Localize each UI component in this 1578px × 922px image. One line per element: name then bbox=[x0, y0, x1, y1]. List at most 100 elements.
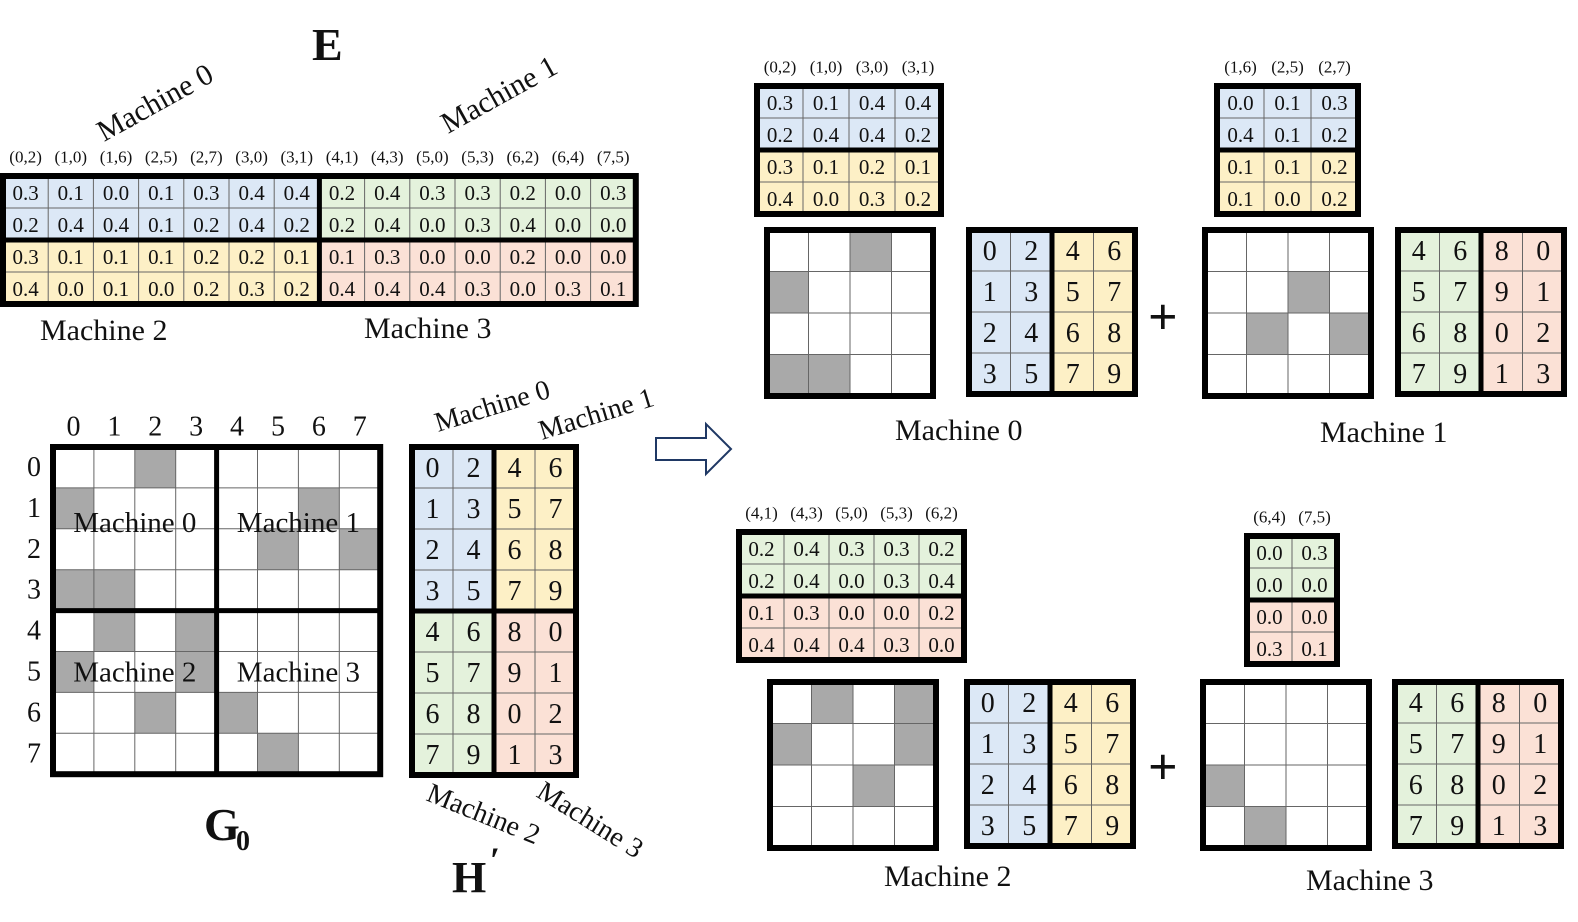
feature-value: 6 bbox=[1105, 688, 1119, 719]
feature-value: 5 bbox=[508, 494, 522, 525]
grid-border bbox=[1202, 227, 1374, 399]
label-h-machine0: Machine 0 bbox=[431, 374, 554, 438]
feature-cell-bg bbox=[535, 652, 576, 693]
shaded-cell bbox=[93, 569, 135, 611]
value-cell: 0.3 bbox=[12, 181, 38, 205]
value-cell: 0.3 bbox=[883, 537, 909, 561]
feature-value: 7 bbox=[1107, 277, 1121, 308]
feature-cell-bg bbox=[1522, 312, 1564, 353]
shaded-cell bbox=[298, 487, 340, 529]
edge-header: (5,0) bbox=[835, 504, 868, 523]
feature-cell-bg bbox=[1093, 271, 1135, 312]
feature-cell-bg bbox=[453, 570, 494, 611]
value-cell: 0.3 bbox=[374, 245, 400, 269]
feature-cell-bg bbox=[1439, 230, 1481, 271]
value-cell: 0.0 bbox=[813, 187, 839, 211]
value-cell: 0.1 bbox=[1274, 155, 1300, 179]
value-cell-bg bbox=[1311, 118, 1358, 150]
value-cell-bg bbox=[183, 240, 229, 272]
value-cell: 0.4 bbox=[374, 213, 401, 237]
value-cell-bg bbox=[48, 176, 94, 208]
value-cell: 0.4 bbox=[813, 123, 840, 147]
feature-value: 5 bbox=[467, 576, 481, 607]
feature-value: 7 bbox=[1453, 277, 1467, 308]
value-cell-bg bbox=[455, 176, 501, 208]
value-cell: 0.3 bbox=[12, 245, 38, 269]
value-cell: 0.0 bbox=[1256, 573, 1282, 597]
shaded-cell bbox=[770, 723, 812, 765]
feature-cell-bg bbox=[412, 693, 453, 734]
feature-cell-bg bbox=[1050, 682, 1092, 723]
value-cell: 0.4 bbox=[510, 213, 537, 237]
value-cell-bg bbox=[739, 596, 784, 628]
value-cell: 0.3 bbox=[793, 601, 819, 625]
feature-cell-bg bbox=[494, 570, 535, 611]
value-cell: 0.4 bbox=[793, 569, 820, 593]
feature-cell-bg bbox=[1439, 271, 1481, 312]
value-cell: 0.0 bbox=[103, 181, 129, 205]
value-cell: 0.0 bbox=[928, 633, 954, 657]
value-cell: 0.2 bbox=[905, 123, 931, 147]
value-cell-bg bbox=[590, 240, 636, 272]
feature-value: 4 bbox=[1409, 688, 1423, 719]
feature-cell-bg bbox=[969, 312, 1011, 353]
feature-cell-bg bbox=[412, 488, 453, 529]
value-cell-bg bbox=[919, 532, 964, 564]
shaded-cell bbox=[1244, 806, 1286, 848]
feature-value: 6 bbox=[467, 617, 481, 648]
feature-cell-bg bbox=[1395, 723, 1437, 764]
value-cell: 0.2 bbox=[767, 123, 793, 147]
value-cell-bg bbox=[874, 564, 919, 596]
feature-value: 1 bbox=[981, 729, 995, 760]
feature-cell-bg bbox=[535, 734, 576, 775]
shaded-cell bbox=[216, 692, 258, 734]
value-cell: 0.0 bbox=[1256, 605, 1282, 629]
value-cell: 0.0 bbox=[58, 277, 84, 301]
value-cell-bg bbox=[829, 628, 874, 660]
feature-cell-bg bbox=[1010, 271, 1052, 312]
feature-value: 9 bbox=[1495, 277, 1509, 308]
edge-header: (5,3) bbox=[461, 148, 494, 167]
value-cell-bg bbox=[409, 272, 455, 304]
feature-cell-bg bbox=[1052, 312, 1094, 353]
caption-machine3: Machine 3 bbox=[1306, 864, 1433, 897]
col-label: 7 bbox=[353, 412, 367, 443]
feature-cell-bg bbox=[494, 652, 535, 693]
value-cell-bg bbox=[364, 176, 410, 208]
feature-cell-bg bbox=[1093, 353, 1135, 394]
value-cell: 0.2 bbox=[510, 245, 536, 269]
feature-cell-bg bbox=[1522, 230, 1564, 271]
value-cell-bg bbox=[1292, 600, 1337, 632]
feature-cell-bg bbox=[535, 611, 576, 652]
value-cell: 0.3 bbox=[883, 633, 909, 657]
table-border bbox=[1244, 533, 1340, 667]
shaded-cell bbox=[767, 354, 809, 396]
feature-cell-bg bbox=[1522, 353, 1564, 394]
value-cell-bg bbox=[319, 272, 365, 304]
feature-cell-bg bbox=[494, 447, 535, 488]
value-cell-bg bbox=[895, 150, 941, 182]
feature-cell-bg bbox=[1395, 764, 1437, 805]
value-cell: 0.1 bbox=[1227, 187, 1253, 211]
value-cell-bg bbox=[138, 240, 184, 272]
value-cell-bg bbox=[138, 176, 184, 208]
shaded-cell bbox=[257, 528, 299, 570]
value-cell-bg bbox=[364, 272, 410, 304]
feature-cell-bg bbox=[1093, 312, 1135, 353]
value-cell-bg bbox=[1217, 182, 1264, 214]
col-label: 6 bbox=[312, 412, 326, 443]
feature-cell-bg bbox=[1395, 805, 1437, 846]
edge-header: (3,1) bbox=[281, 148, 314, 167]
feature-cell-bg bbox=[1398, 312, 1440, 353]
value-cell-bg bbox=[874, 532, 919, 564]
feature-value: 6 bbox=[508, 535, 522, 566]
feature-cell-bg bbox=[453, 652, 494, 693]
edge-header: (1,6) bbox=[100, 148, 133, 167]
m3-adjacency-grid bbox=[1200, 679, 1372, 851]
row-label: 1 bbox=[27, 493, 41, 524]
feature-border bbox=[964, 679, 1136, 849]
